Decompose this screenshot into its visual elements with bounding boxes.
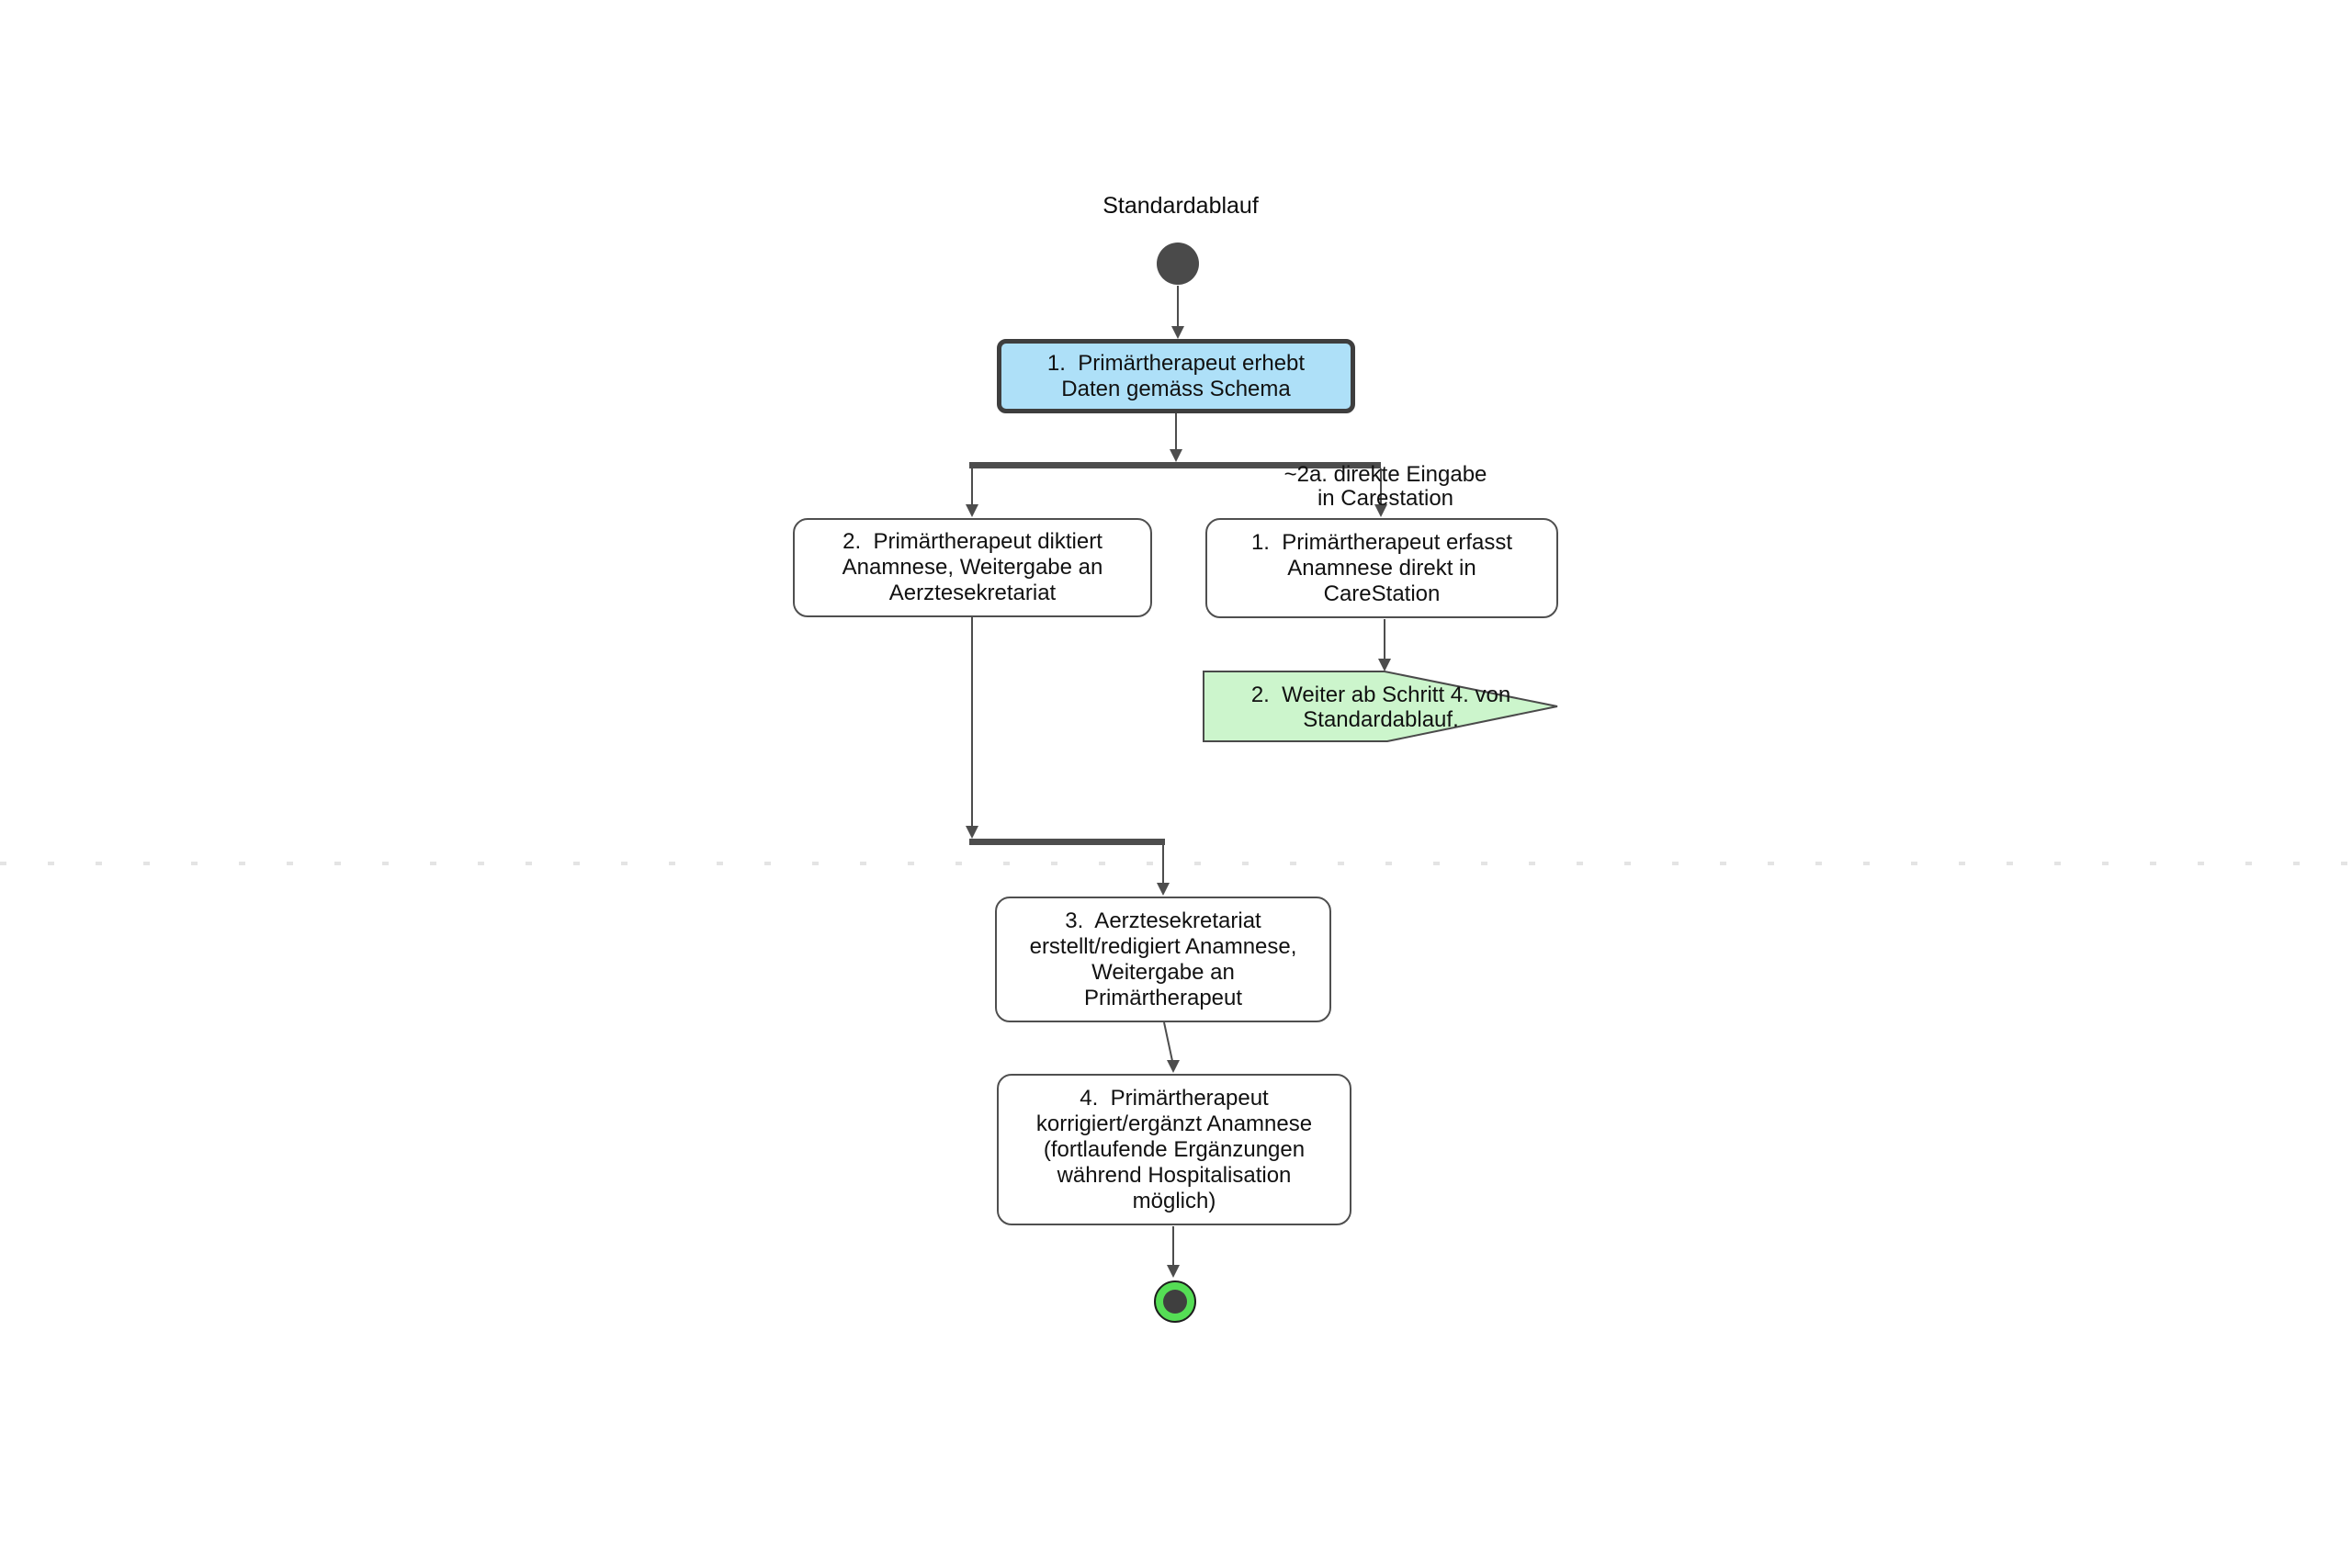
initial-node [1157,243,1199,285]
action-label: Aerztesekretariat [888,581,1057,605]
action-label: Weitergabe an [1091,959,1235,985]
final-node-core [1163,1290,1187,1314]
action-label: möglich) [1132,1188,1216,1213]
signal-send-shape [1203,671,1558,742]
action-label: (fortlaufende Ergänzungen [1043,1136,1306,1162]
join-bar [969,839,1165,845]
action-label: Primärtherapeut [1083,985,1243,1010]
action-label: korrigiert/ergänzt Anamnese [1035,1111,1313,1136]
arrowhead-icon [1170,449,1182,462]
arrowhead-icon [1167,1060,1180,1073]
edge-label-direct-entry: ~2a. direkte Eingabe in Carestation [1283,462,1487,511]
action-step2-diktiert-anamnese: 2. Primärtherapeut diktiert Anamnese, We… [793,518,1152,617]
action-step1-erfasst-direkt: 1. Primärtherapeut erfasst Anamnese dire… [1205,518,1558,618]
action-label: 1. Primärtherapeut erfasst [1250,529,1513,555]
action-label: 3. Aerztesekretariat [1065,908,1261,933]
final-node [1154,1280,1196,1323]
action-label: Anamnese, Weitergabe an [842,555,1103,580]
arrowhead-icon [1378,659,1391,671]
action-label: Daten gemäss Schema [1061,376,1291,401]
action-label: erstellt/redigiert Anamnese, [1029,933,1297,959]
action-label: 4. Primärtherapeut [1080,1085,1269,1111]
arrowhead-icon [1374,504,1387,517]
action-label: CareStation [1323,581,1441,606]
action-label: 1. Primärtherapeut erhebt [1046,350,1306,376]
arrowhead-icon [966,504,978,517]
action-step1-erhebt-daten: 1. Primärtherapeut erhebt Daten gemäss S… [997,339,1355,413]
action-label: 2. Primärtherapeut diktiert [842,529,1102,554]
diagram-title: Standardablauf [1102,193,1259,219]
edge-step3-to-step4 [1163,1021,1173,1062]
arrowhead-icon [1167,1265,1180,1278]
arrowhead-icon [966,826,978,839]
fork-bar [969,462,1381,468]
action-step3-aerztesekretariat: 3. Aerztesekretariat erstellt/redigiert … [995,897,1331,1022]
signal-continue-label: 2. Weiter ab Schritt 4. von Standardabla… [1250,682,1511,732]
action-step4-korrigiert-anamnese: 4. Primärtherapeut korrigiert/ergänzt An… [997,1074,1351,1225]
action-label: während Hospitalisation [1057,1162,1292,1188]
action-label: Anamnese direkt in [1287,555,1476,581]
arrowhead-icon [1157,883,1170,896]
arrowhead-icon [1171,326,1184,339]
